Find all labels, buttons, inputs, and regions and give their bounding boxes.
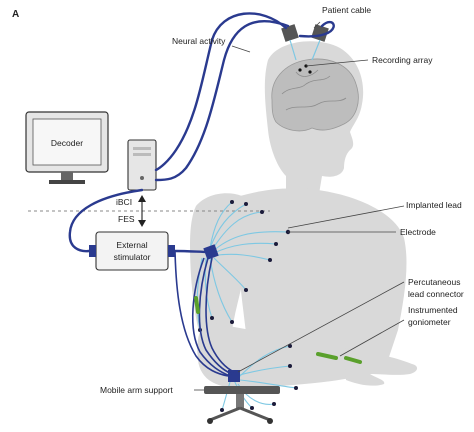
external-stimulator-line1: External (116, 240, 147, 250)
mobile-arm-support (204, 386, 280, 424)
ibci-label: iBCI (116, 197, 132, 207)
fes-label: FES (118, 214, 135, 224)
patient-cable-label: Patient cable (322, 5, 371, 15)
decoder-monitor: Decoder (26, 112, 108, 184)
hand (344, 352, 417, 386)
percutaneous-connector-line1: Percutaneous (408, 277, 460, 287)
mobile-arm-support-label: Mobile arm support (100, 385, 173, 395)
external-stimulator-line2: stimulator (114, 252, 151, 262)
implanted-lead-label: Implanted lead (406, 200, 462, 210)
goniometer-line2: goniometer (408, 317, 451, 327)
panel-label: A (12, 9, 19, 20)
external-stimulator: External stimulator (89, 232, 175, 270)
percutaneous-connector-line2: lead connector (408, 289, 464, 299)
computer-tower (128, 140, 156, 190)
electrode-label: Electrode (400, 227, 436, 237)
neural-activity-label: Neural activity (172, 36, 226, 46)
goniometer-line1: Instrumented (408, 305, 458, 315)
brain (272, 59, 359, 131)
recording-array-label: Recording array (372, 55, 433, 65)
decoder-label: Decoder (51, 138, 83, 148)
